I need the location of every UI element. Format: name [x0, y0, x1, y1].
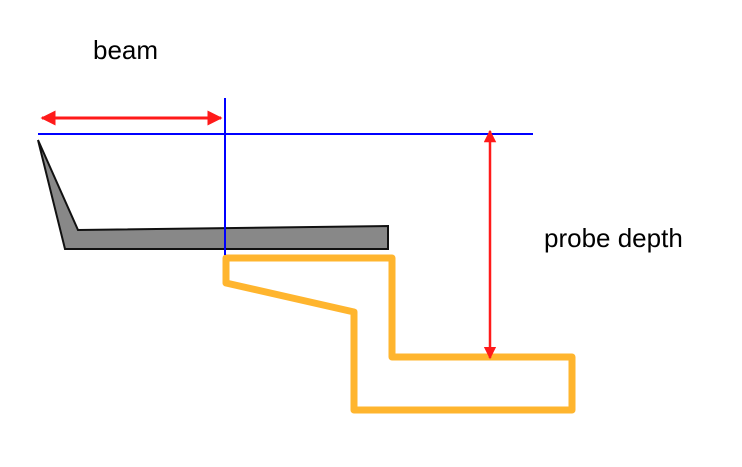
- probe-depth-label: probe depth: [544, 223, 683, 253]
- probe-wedge: [37, 139, 389, 250]
- part-outline: [222, 254, 576, 414]
- beam-label: beam: [93, 35, 158, 65]
